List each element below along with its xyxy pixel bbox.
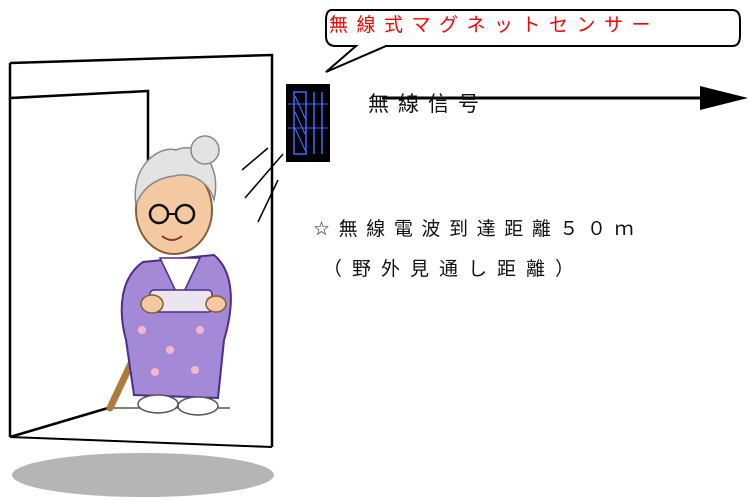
door-leaf-bottom — [9, 406, 109, 439]
range-note: ☆無線電波到達距離５０ｍ — [313, 218, 643, 240]
hand — [205, 295, 227, 313]
door-bottom-edge — [9, 436, 273, 448]
door — [8, 53, 274, 448]
grandmother-illustration — [106, 135, 232, 416]
range-note-sub: （野外見通し距離） — [323, 258, 585, 280]
floor-shadow — [12, 453, 274, 497]
signal-arrow — [382, 86, 748, 110]
kimono-collar — [158, 257, 202, 302]
magnet-sensor — [286, 84, 330, 162]
door-leaf-top — [8, 63, 150, 238]
hand — [140, 294, 164, 314]
hair — [134, 147, 217, 206]
foot — [177, 396, 219, 416]
door-frame — [9, 53, 274, 447]
signal-label: 無線信号 — [368, 92, 488, 116]
hair-bun — [190, 135, 220, 165]
callout-label: 無線式マグネットセンサー — [329, 14, 660, 36]
callout-bubble — [325, 9, 741, 73]
mouth — [161, 235, 183, 241]
motion-lines — [241, 147, 284, 223]
foot — [137, 394, 179, 414]
